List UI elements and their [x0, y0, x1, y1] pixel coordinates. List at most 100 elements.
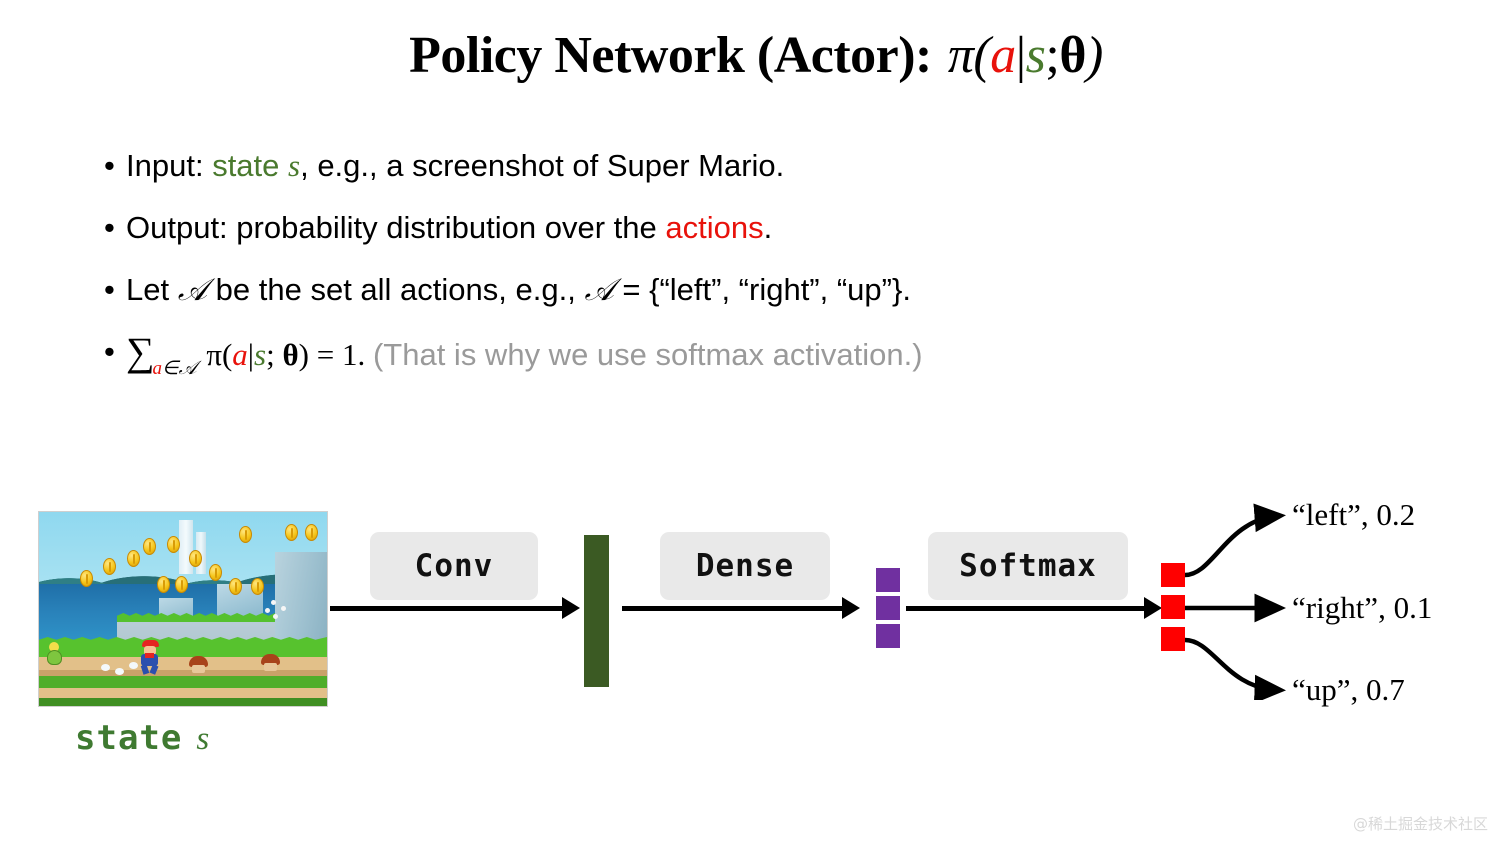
coin-icon: [285, 524, 298, 541]
output-unit-up: [1161, 627, 1185, 651]
softmax-block[interactable]: Softmax: [928, 532, 1128, 600]
conv-block[interactable]: Conv: [370, 532, 538, 600]
mario-hat: [142, 640, 159, 647]
action-set-symbol: 𝒜: [178, 358, 197, 379]
dense-block[interactable]: Dense: [660, 532, 830, 600]
goomba-body: [264, 663, 277, 671]
equals-one: ) = 1.: [298, 337, 373, 372]
coin-icon: [143, 538, 156, 555]
goomba-cap: [261, 654, 280, 665]
theta-symbol: θ: [1059, 27, 1087, 84]
goomba-cap: [189, 656, 208, 667]
state-keyword: state: [212, 148, 289, 183]
theta-symbol: θ: [282, 337, 299, 372]
coin-icon: [80, 570, 93, 587]
arrow-conv-to-dense: [622, 606, 848, 611]
ground: [39, 644, 327, 706]
bullet-part: Let: [126, 272, 178, 307]
arrow-dense-to-softmax: [906, 606, 1150, 611]
actions-keyword: actions: [665, 210, 764, 245]
sigma-symbol: ∑: [126, 329, 155, 374]
feature-vector-bar: [584, 535, 609, 687]
goomba-enemy: [189, 656, 208, 673]
page-title: Policy Network (Actor): π(a|s;θ): [0, 26, 1512, 85]
arrowhead-icon: [842, 597, 860, 619]
flower: [273, 614, 278, 619]
flower: [265, 608, 270, 613]
bullet-marker: •: [104, 148, 115, 183]
arrow-to-up-output: [1185, 637, 1286, 700]
output-label-right: “right”, 0.1: [1292, 590, 1433, 625]
koopa-head: [49, 642, 59, 652]
dust-puff: [129, 662, 138, 669]
coin-icon: [239, 526, 252, 543]
state-var-s: s: [1025, 27, 1046, 84]
goomba-body: [192, 665, 205, 673]
bullet-text: Output: probability distribution over th…: [126, 212, 772, 243]
bullet-part: Output: probability distribution over th…: [126, 210, 666, 245]
tower: [179, 520, 193, 574]
summation-expression: ∑a∈𝒜: [126, 329, 199, 379]
mario-character: [139, 640, 161, 675]
goomba-enemy: [261, 654, 280, 671]
output-label-up: “up”, 0.7: [1292, 672, 1405, 707]
coin-icon: [209, 564, 222, 581]
page-title-text: Policy Network (Actor):: [409, 27, 932, 84]
flower: [281, 606, 286, 611]
koopa-enemy: [47, 642, 64, 670]
bullet-text: Input: state s, e.g., a screenshot of Su…: [126, 150, 784, 181]
mario-state-screenshot: [38, 511, 328, 707]
bullet-list: • Input: state s, e.g., a screenshot of …: [104, 150, 1434, 401]
mario-body: [141, 653, 158, 666]
list-item: • Let 𝒜 be the set all actions, e.g., 𝒜 …: [104, 274, 1434, 305]
flower: [271, 600, 276, 605]
dense-label: Dense: [695, 548, 795, 584]
coin-icon: [229, 578, 242, 595]
state-caption-var: s: [196, 721, 211, 757]
action-set-symbol: 𝒜: [177, 272, 208, 307]
arrowhead-icon: [562, 597, 580, 619]
coin-icon: [127, 550, 140, 567]
semicolon: ;: [266, 337, 283, 372]
state-var-s: s: [288, 148, 301, 183]
coin-icon: [157, 576, 170, 593]
mario-face: [144, 646, 156, 655]
bullet-part: Input:: [126, 148, 213, 183]
coin-icon: [189, 550, 202, 567]
arrow-to-left-output: [1185, 503, 1286, 578]
bullet-marker: •: [104, 210, 115, 245]
paren-close: ): [1086, 27, 1103, 84]
list-item: • Output: probability distribution over …: [104, 212, 1434, 243]
sum-index-a: a: [152, 358, 163, 379]
action-var-a: a: [990, 27, 1016, 84]
arrowhead-icon: [1144, 597, 1162, 619]
hidden-unit: [876, 624, 900, 648]
action-set-members: = {“left”, “right”, “up”}.: [613, 272, 911, 307]
state-var-s: s: [254, 337, 267, 372]
pi-open: π(: [198, 337, 233, 372]
bullet-text: ∑a∈𝒜 π( a |s; θ) = 1. (That is why we use …: [126, 329, 923, 379]
pi-symbol: π(: [947, 27, 991, 84]
coin-icon: [251, 578, 264, 595]
conv-label: Conv: [414, 548, 494, 584]
bullet-part: be the set all actions, e.g.,: [207, 272, 585, 307]
dust-puff: [101, 664, 110, 671]
conditional-bar: |: [1015, 27, 1026, 84]
list-item: • ∑a∈𝒜 π(a|s; θ) = 1. (That is why we us…: [104, 329, 1434, 379]
list-item: • Input: state s, e.g., a screenshot of …: [104, 150, 1434, 181]
title-formula: π(a|s;θ): [948, 27, 1103, 84]
coin-icon: [305, 524, 318, 541]
bullet-part: .: [763, 210, 773, 245]
softmax-label: Softmax: [959, 548, 1097, 584]
conditional-bar: |: [247, 337, 255, 372]
softmax-note: (That is why we use softmax activation.): [372, 337, 923, 372]
coin-icon: [175, 576, 188, 593]
output-label-left: “left”, 0.2: [1292, 497, 1416, 532]
hidden-unit: [876, 568, 900, 592]
dust-puff: [115, 668, 124, 675]
output-unit-right: [1161, 595, 1185, 619]
output-arrows: [1185, 503, 1286, 700]
arrow-input-to-conv: [330, 606, 568, 611]
